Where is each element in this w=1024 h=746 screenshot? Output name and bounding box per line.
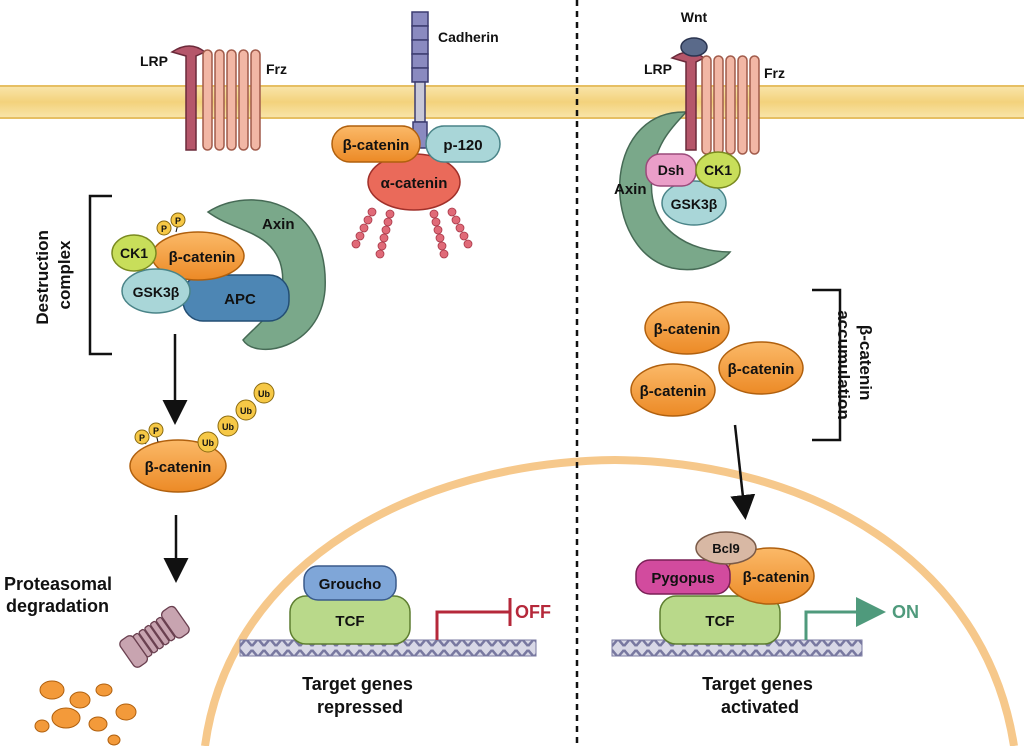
gsk3b-left [121,268,191,314]
svg-text:P: P [161,224,167,234]
beta-catenin-nuclear-label: β-catenin [743,569,810,586]
ck1-label-right: CK1 [704,162,732,178]
svg-text:Ub: Ub [222,422,234,432]
degraded-fragments [34,680,137,746]
ck1-label-left: CK1 [120,245,148,261]
target-genes-repressed-label: Target genes repressed [302,674,418,717]
frz-label-left: Frz [266,61,287,77]
beta-catenin-cadherin-label: β-catenin [343,137,410,154]
cadherin-label: Cadherin [438,29,499,45]
beta-catenin-free-2 [718,341,804,395]
cell-membrane [0,85,1024,119]
beta-catenin-accumulation: β-catenin β-catenin β-catenin β-catenin … [630,288,875,442]
off-repression-symbol [435,598,512,640]
proteasome: Proteasomal degradation [4,574,190,746]
frz-label-right: Frz [764,65,785,81]
ck1-left [111,234,157,272]
gsk3b-label-right: GSK3β [671,196,718,212]
p120-label: p-120 [443,137,482,154]
cadherin-receptor [411,11,429,149]
svg-text:β-catenin: β-catenin [728,361,795,378]
left-receptors: LRP Frz [140,45,287,151]
tcf-label-right: TCF [705,613,734,630]
svg-text:P: P [139,433,145,443]
destruction-bracket [88,194,112,356]
tcf-right [659,595,781,645]
lrp-label-right: LRP [644,61,672,77]
right-receptors: Axin Wnt LRP Frz GSK3β Dsh CK1 [614,9,785,271]
alpha-catenin-filaments [351,207,473,259]
nucleus-envelope [201,455,1018,746]
svg-text:β-catenin: β-catenin [654,321,721,338]
svg-text:Ub: Ub [240,406,252,416]
dsh-label: Dsh [658,162,684,178]
ubiquitinated-beta-catenin: β-catenin P P Ub Ub Ub Ub [129,382,275,493]
beta-catenin-free-1 [644,301,730,355]
off-label: OFF [515,602,551,622]
accumulation-label: β-catenin accumulation [834,310,875,420]
lrp-receptor-left [170,45,207,151]
beta-catenin-cadherin [331,125,421,163]
destruction-complex: Destruction complex Axin APC β-catenin G… [33,194,326,356]
axin-left [206,199,326,351]
groucho [303,565,397,601]
beta-catenin-complex-label: β-catenin [169,249,236,266]
gsk3b-label-left: GSK3β [133,284,180,300]
beta-catenin-free-3 [630,363,716,417]
pygopus [635,559,731,595]
svg-text:β-catenin: β-catenin [640,383,707,400]
on-label: ON [892,602,919,622]
ubiquitin-chain: Ub Ub Ub Ub [197,382,275,453]
svg-text:P: P [175,216,181,226]
lrp-label-left: LRP [140,53,168,69]
beta-catenin-ub-label: β-catenin [145,459,212,476]
on-activation-arrow [804,597,886,640]
wnt-ligand [680,37,708,57]
phospho-tag [134,429,150,445]
pygopus-label: Pygopus [651,570,714,587]
frz-receptor-right [701,55,760,155]
svg-text:P: P [153,426,159,436]
repressed-gene-complex: TCF Groucho OFF Target genes repressed [239,565,551,717]
wnt-label: Wnt [681,9,708,25]
arrow-to-nucleus [730,424,756,520]
svg-text:Ub: Ub [258,389,270,399]
apc-label: APC [224,291,256,308]
svg-text:Ub: Ub [202,438,214,448]
activated-gene-complex: TCF β-catenin Pygopus Bcl9 ON Target gen… [611,531,919,717]
target-genes-activated-label: Target genes activated [702,674,818,717]
phospho-tag [148,422,164,438]
axin-label-left: Axin [262,216,295,233]
p120 [425,125,501,163]
gsk3b-right [661,180,727,226]
frz-receptor-left [202,49,261,151]
groucho-label: Groucho [319,576,382,593]
tcf-label-left: TCF [335,613,364,630]
destruction-complex-label: Destruction complex [33,225,74,324]
phospho-tags-complex: P P [156,212,186,236]
bcl9 [695,531,757,565]
bcl9-label: Bcl9 [712,541,739,556]
beta-catenin-ub [129,439,227,493]
alpha-catenin-label: α-catenin [381,175,448,192]
axin-label-right: Axin [614,181,647,198]
accumulation-bracket [812,288,842,442]
proteasomal-degradation-label: Proteasomal degradation [4,574,117,616]
cadherin-complex: Cadherin α-catenin β-catenin p-120 [331,11,501,259]
ck1-right [695,151,741,189]
